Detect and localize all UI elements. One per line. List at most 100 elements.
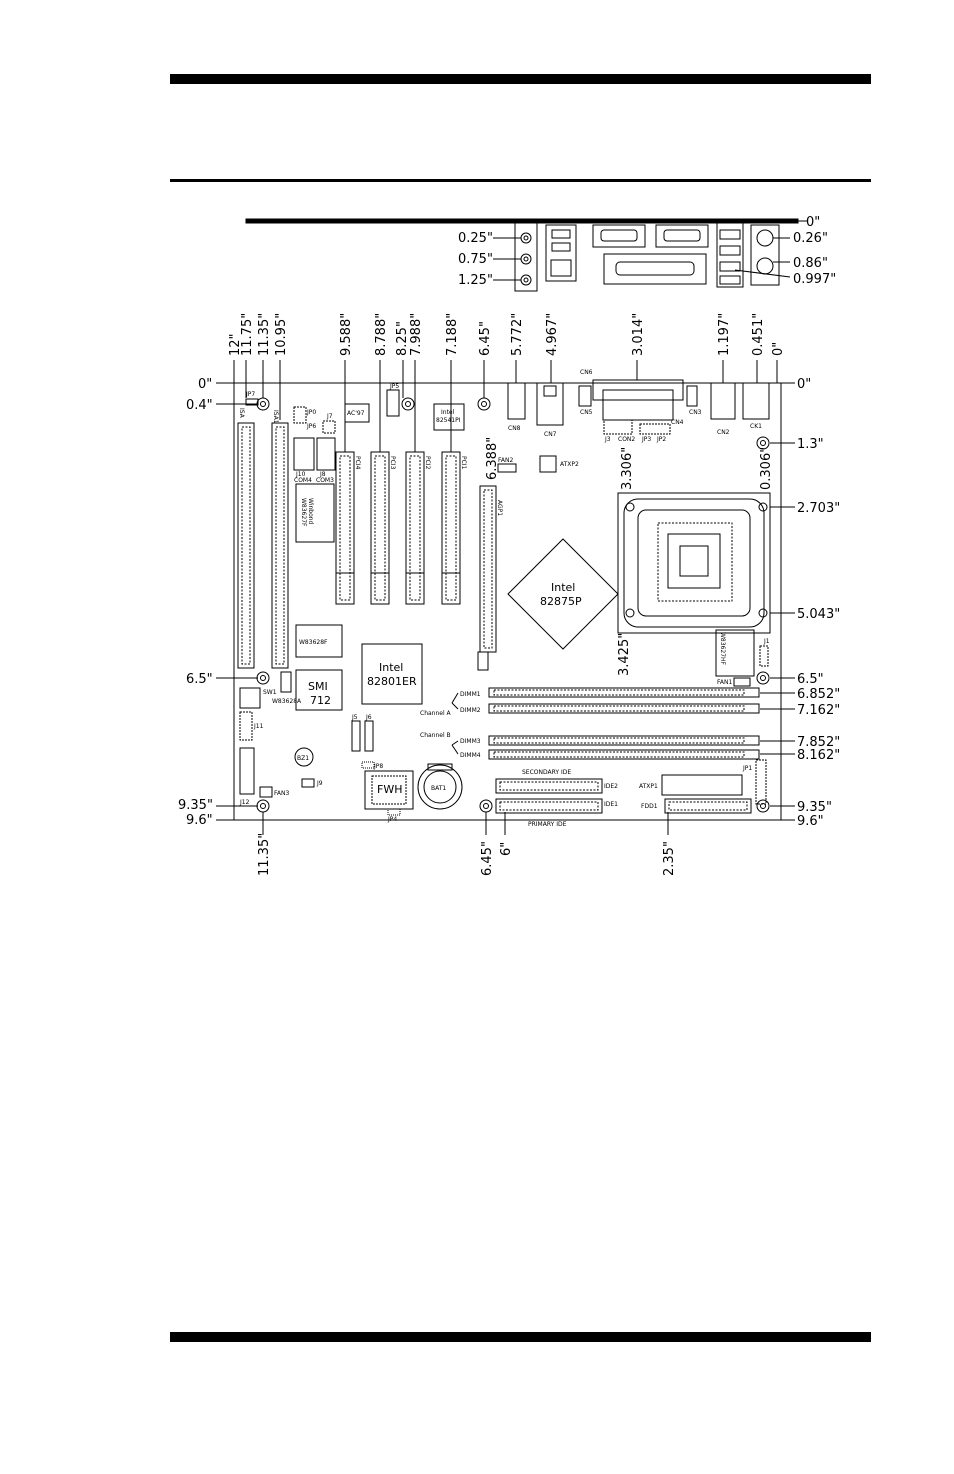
dim-top-0997: 0.997" [793,272,836,287]
dim-v-1175: 11.75" [240,313,255,356]
dim-v-1197: 1.197" [717,313,732,356]
dimension-extension-lines [216,360,795,835]
label-pci1: PCI1 [460,456,467,470]
winbond-label-2: W83627F [300,498,307,527]
lan-label-1: Intel [441,409,455,416]
label-pci4: PCI4 [354,456,361,470]
dim-left-65: 6.5" [186,672,213,687]
dim-right-65: 6.5" [797,672,824,687]
label-channel-b: Channel B [420,732,451,739]
label-jp6: JP6 [306,423,316,430]
io-panel [245,218,808,292]
label-jp1: JP1 [742,765,752,772]
fwh-label: FWH [377,783,402,796]
dim-v-7188: 7.188" [445,313,460,356]
label-w83628a: W83628A [272,698,302,705]
label-agp1: AGP1 [496,500,503,516]
dim-right-7162: 7.162" [797,703,840,718]
winbond-label-1: Winbond [307,498,314,525]
label-j12: J12 [239,799,250,806]
label-cn7: CN7 [544,431,557,438]
dim-cpu-3306: 3.306" [620,447,635,490]
dim-bot-6: 6" [499,842,514,856]
dim-v-825: 8.25" [395,321,410,356]
label-fan3: FAN3 [274,790,289,797]
label-pci2: PCI2 [424,456,431,470]
label-ide1: IDE1 [604,801,618,808]
label-j1: J1 [763,638,770,645]
label-j7: J7 [326,413,333,420]
dim-cpu-0306: 0.306" [759,447,774,490]
label-dimm1: DIMM1 [460,691,481,698]
label-channel-a: Channel A [420,710,452,717]
dim-v-5772: 5.772" [510,313,525,356]
label-jp0: JP0 [306,409,316,416]
label-cn3: CN3 [689,409,702,416]
dim-left-0: 0" [198,377,212,392]
label-j6: J6 [365,714,372,721]
hwmon-label: W83627HF [719,632,726,666]
label-ide2: IDE2 [604,783,618,790]
label-secondary-ide: SECONDARY IDE [522,769,571,776]
label-com3: COM3 [316,477,334,484]
dim-v-4967: 4.967" [545,313,560,356]
label-jp8: JP8 [373,763,383,770]
dim-right-6852: 6.852" [797,687,840,702]
buzzer-label: BZ1 [297,755,309,762]
dim-bot-645: 6.45" [480,841,495,876]
label-dimm2: DIMM2 [460,707,481,714]
southbridge-label-2: 82801ER [367,675,417,688]
dim-left-935: 9.35" [178,798,213,813]
dim-v-1135: 11.35" [257,313,272,356]
drive-connectors [495,774,752,814]
misc-headers [239,389,769,816]
dim-bot-235: 2.35" [662,841,677,876]
northbridge-chip [507,538,619,650]
dim-right-0: 0" [797,377,811,392]
label-j11: J11 [253,723,264,730]
dim-left-96: 9.6" [186,813,213,828]
dim-right-935: 9.35" [797,800,832,815]
dim-v-0451: 0.451" [751,313,766,356]
northbridge-label-2: 82875P [540,595,582,608]
ac97-label: AC'97 [347,410,365,417]
mounting-holes [256,397,770,813]
label-cn2: CN2 [717,429,730,436]
label-j10: J10 [295,471,306,478]
label-j9: J9 [316,780,323,787]
lan-label-2: 82541PI [436,417,461,424]
dim-right-5043: 5.043" [797,607,840,622]
dim-v-645: 6.45" [478,321,493,356]
label-jp3: JP3 [641,436,651,443]
bat-label: BAT1 [431,785,446,792]
label-dimm4: DIMM4 [460,752,481,759]
dim-top-0: 0" [806,215,820,230]
label-jp7: JP7 [245,391,255,398]
smi-label-2: 712 [310,694,331,707]
label-atxp2: ATXP2 [560,461,579,468]
label-com4: COM4 [294,477,312,484]
label-j8: J8 [319,471,326,478]
label-isa1: ISA1 [272,410,279,424]
label-jp2: JP2 [656,436,666,443]
label-pci3: PCI3 [389,456,396,470]
dim-v-7988: 7.988" [409,313,424,356]
dim-top-026: 0.26" [793,231,828,246]
dim-agp-6388: 6.388" [485,437,500,480]
board-outline [233,382,782,821]
rear-connectors [507,379,770,435]
cpu-socket [617,492,771,634]
dim-v-1095: 10.95" [274,313,289,356]
dim-v-0: 0" [771,342,786,356]
label-primary-ide: PRIMARY IDE [528,821,567,828]
header-rule-thick [170,74,871,84]
dim-v-8788: 8.788" [374,313,389,356]
dim-audio-025: 0.25" [458,231,493,246]
label-ck1: CK1 [750,423,762,430]
dim-right-96: 9.6" [797,814,824,829]
label-cn5: CN5 [580,409,593,416]
dim-right-7852: 7.852" [797,735,840,750]
dim-v-9588: 9.588" [339,313,354,356]
dim-top-086: 0.86" [793,256,828,271]
